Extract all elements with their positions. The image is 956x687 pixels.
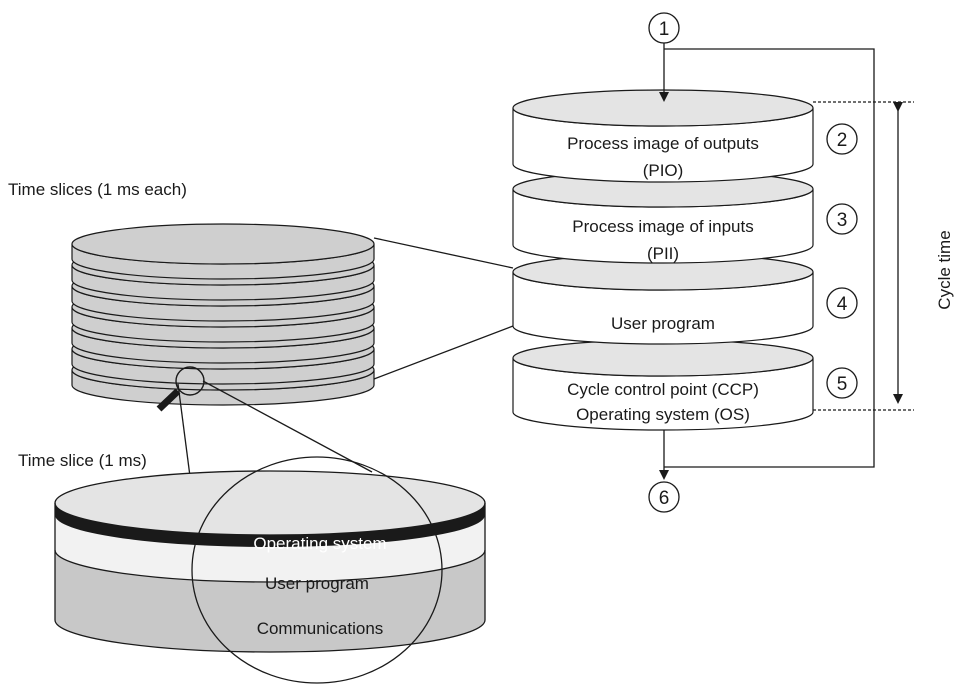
svg-text:4: 4 <box>837 294 848 315</box>
pii-abbrev: (PII) <box>647 244 679 263</box>
cycle-loop-line <box>664 48 875 468</box>
ccp-label: Cycle control point (CCP) <box>567 380 759 399</box>
operating-system-band <box>55 503 485 547</box>
time-slice-detail: Operating system User program Communicat… <box>54 470 486 653</box>
svg-text:6: 6 <box>659 488 670 509</box>
cycle-step-pio <box>512 89 814 183</box>
marker-5: 5 <box>826 367 858 399</box>
pio-abbrev: (PIO) <box>643 161 684 180</box>
pii-label: Process image of inputs <box>572 217 753 236</box>
svg-text:2: 2 <box>837 130 848 151</box>
svg-text:5: 5 <box>837 374 848 395</box>
cycle-time-label: Cycle time <box>935 230 954 309</box>
time-slices-stack <box>71 223 375 406</box>
connector-line <box>373 325 514 380</box>
zoom-line <box>202 380 373 473</box>
os-label: Operating system (OS) <box>576 405 750 424</box>
marker-2: 2 <box>826 123 858 155</box>
user-program-step-label: User program <box>611 314 715 333</box>
time-slice-disk <box>71 223 375 280</box>
cycle-step-ccp-os <box>512 339 814 431</box>
connector-line <box>373 237 514 269</box>
cycle-step-user-program <box>512 253 814 345</box>
pio-label: Process image of outputs <box>567 134 759 153</box>
marker-3: 3 <box>826 203 858 235</box>
marker-4: 4 <box>826 287 858 319</box>
marker-1: 1 <box>648 12 680 44</box>
communications-band <box>55 550 485 652</box>
operating-system-label: Operating system <box>253 534 386 553</box>
user-program-label: User program <box>265 574 369 593</box>
marker-6: 6 <box>648 481 680 513</box>
svg-text:1: 1 <box>659 19 670 40</box>
time-slice-top <box>54 470 486 536</box>
communications-label: Communications <box>257 619 384 638</box>
svg-text:3: 3 <box>837 210 848 231</box>
magnifier-lens <box>191 456 443 684</box>
cycle-stack <box>512 89 814 431</box>
time-slices-label: Time slices (1 ms each) <box>8 180 187 199</box>
time-slice-label: Time slice (1 ms) <box>18 451 147 470</box>
